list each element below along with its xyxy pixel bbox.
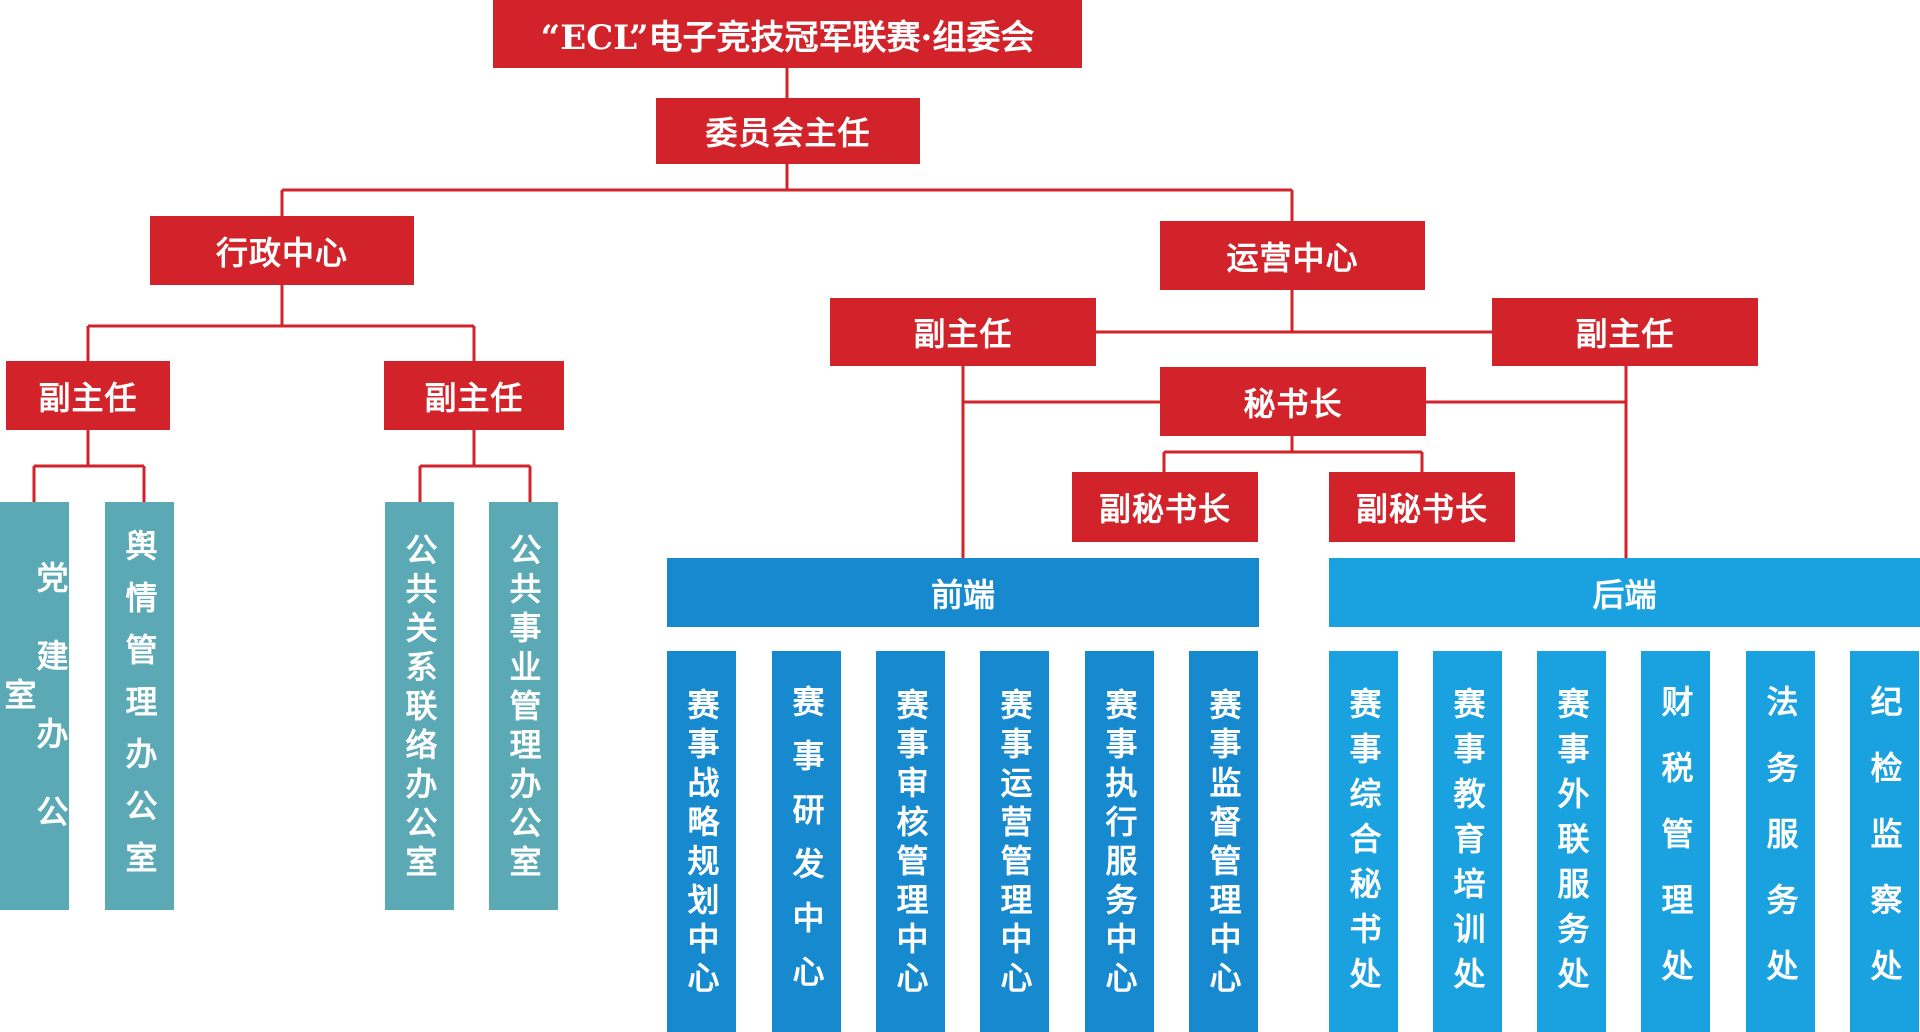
front-unit-label: 赛事运营管理中心	[995, 687, 1034, 1000]
back-unit-label: 赛事综合秘书处	[1344, 687, 1383, 1002]
office-party-building: 党建办公室	[0, 502, 70, 910]
deputy-secretary-right-label: 副秘书长	[1355, 490, 1488, 528]
front-unit: 赛事研发中心	[772, 651, 841, 1032]
back-unit-label: 纪检监察处	[1865, 685, 1904, 1015]
ops-center-box: 运营中心	[1160, 221, 1425, 290]
back-unit: 赛事教育培训处	[1433, 651, 1502, 1032]
admin-deputy-left-box: 副主任	[6, 361, 170, 430]
ops-center-label: 运营中心	[1226, 238, 1359, 277]
office-public-relations: 公共关系联络办公室	[385, 502, 454, 910]
front-end-bar: 前端	[667, 558, 1259, 627]
admin-deputy-left-label: 副主任	[38, 378, 138, 417]
back-end-bar: 后端	[1329, 558, 1920, 627]
front-unit: 赛事运营管理中心	[980, 651, 1049, 1032]
front-unit-label: 赛事监督管理中心	[1204, 687, 1243, 1000]
office-label: 党建办公室	[0, 561, 70, 873]
back-unit: 法务服务处	[1746, 651, 1815, 1032]
ops-deputy-left-label: 副主任	[913, 315, 1013, 353]
front-unit: 赛事审核管理中心	[876, 651, 945, 1032]
front-unit-label: 赛事研发中心	[787, 685, 826, 1009]
back-unit-label: 财税管理处	[1656, 685, 1695, 1015]
admin-deputy-right-label: 副主任	[424, 378, 524, 417]
deputy-secretary-right-box: 副秘书长	[1329, 472, 1515, 542]
admin-center-box: 行政中心	[150, 216, 414, 285]
back-unit-label: 赛事外联服务处	[1552, 687, 1591, 1002]
committee-title-box: “ECL”电子竞技冠军联赛·组委会	[493, 0, 1082, 68]
deputy-secretary-left-label: 副秘书长	[1098, 490, 1231, 528]
office-public-affairs: 公共事业管理办公室	[489, 502, 558, 910]
office-label: 舆情管理办公室	[120, 529, 159, 893]
front-unit-label: 赛事审核管理中心	[891, 687, 930, 1000]
office-label: 公共关系联络办公室	[400, 532, 439, 884]
ops-deputy-right-label: 副主任	[1575, 315, 1675, 353]
deputy-secretary-left-box: 副秘书长	[1072, 472, 1258, 542]
secretary-general-label: 秘书长	[1243, 384, 1343, 423]
chair-box: 委员会主任	[656, 98, 920, 164]
ops-deputy-right-box: 副主任	[1492, 298, 1758, 366]
back-unit: 赛事外联服务处	[1537, 651, 1606, 1032]
front-unit: 赛事监督管理中心	[1189, 651, 1258, 1032]
front-unit: 赛事执行服务中心	[1085, 651, 1154, 1032]
front-unit-label: 赛事执行服务中心	[1100, 687, 1139, 1000]
committee-title: “ECL”电子竞技冠军联赛·组委会	[540, 17, 1035, 58]
back-unit-label: 赛事教育培训处	[1448, 687, 1487, 1002]
admin-deputy-right-box: 副主任	[384, 361, 564, 430]
front-unit: 赛事战略规划中心	[667, 651, 736, 1032]
chair-label: 委员会主任	[705, 114, 871, 152]
admin-center-label: 行政中心	[215, 233, 348, 272]
office-label: 公共事业管理办公室	[504, 532, 543, 884]
back-end-label: 后端	[1592, 575, 1657, 614]
back-unit: 纪检监察处	[1850, 651, 1919, 1032]
back-unit: 财税管理处	[1641, 651, 1710, 1032]
back-unit: 赛事综合秘书处	[1329, 651, 1398, 1032]
office-public-opinion: 舆情管理办公室	[105, 502, 174, 910]
front-end-label: 前端	[930, 575, 995, 614]
back-unit-label: 法务服务处	[1761, 685, 1800, 1015]
secretary-general-box: 秘书长	[1160, 367, 1426, 436]
ops-deputy-left-box: 副主任	[830, 298, 1096, 366]
front-unit-label: 赛事战略规划中心	[682, 687, 721, 1000]
